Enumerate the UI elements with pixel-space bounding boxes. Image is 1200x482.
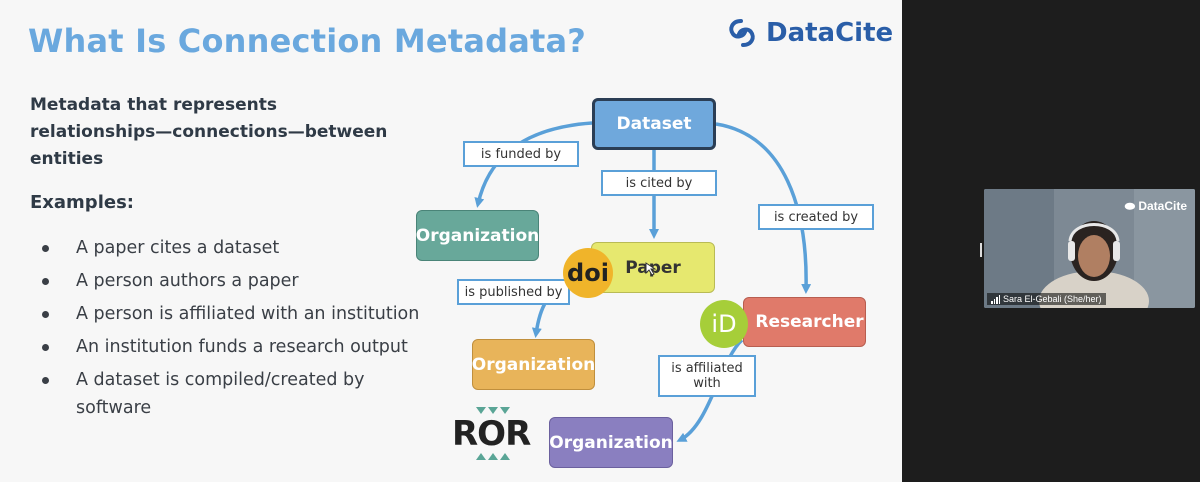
- arrow-created: [715, 122, 812, 294]
- participant-video-tile[interactable]: ⬬ DataCite Sara El-Gebali (She/her): [984, 189, 1195, 308]
- examples-list: A paper cites a dataset A person authors…: [40, 234, 430, 427]
- participant-name: Sara El-Gebali (She/her): [1003, 294, 1102, 304]
- participant-nameplate: Sara El-Gebali (She/her): [987, 293, 1106, 305]
- video-logo-icon: ⬬: [1124, 199, 1135, 213]
- ror-triangles-icon: [476, 407, 510, 460]
- label-is-published-by: is published by: [457, 279, 570, 305]
- datacite-logo: DataCite: [726, 18, 893, 48]
- list-item: A dataset is compiled/created by softwar…: [40, 366, 430, 422]
- signal-icon: [991, 294, 1000, 304]
- intro-text: Metadata that represents relationships—c…: [30, 95, 388, 169]
- video-datacite-logo: ⬬ DataCite: [1125, 199, 1187, 214]
- label-is-funded-by: is funded by: [463, 141, 579, 167]
- examples-heading: Examples:: [30, 192, 134, 213]
- doi-badge-text: doi: [567, 259, 609, 287]
- presentation-slide: What Is Connection Metadata? DataCite Me…: [0, 0, 902, 482]
- orcid-badge-text: iD: [711, 310, 737, 338]
- list-item: An institution funds a research output: [40, 333, 430, 361]
- node-organization-publisher: Organization: [472, 339, 595, 390]
- slide-title: What Is Connection Metadata?: [28, 22, 587, 60]
- doi-badge: doi: [563, 248, 613, 298]
- participant-video-feed: [984, 189, 1195, 308]
- node-dataset: Dataset: [592, 98, 716, 150]
- datacite-logo-text: DataCite: [766, 18, 894, 48]
- ror-logo-text: ROR: [452, 414, 531, 454]
- label-is-affiliated-with: is affiliated with: [658, 355, 756, 397]
- list-item: A paper cites a dataset: [40, 234, 430, 262]
- list-item: A person authors a paper: [40, 267, 430, 295]
- mouse-cursor-icon: [645, 262, 657, 276]
- node-organization-affiliation: Organization: [549, 417, 673, 468]
- ror-logo: ROR: [452, 404, 531, 462]
- node-researcher: Researcher: [743, 297, 866, 347]
- orcid-badge: iD: [700, 300, 748, 348]
- list-item: A person is affiliated with an instituti…: [40, 300, 430, 328]
- datacite-logo-icon: [729, 19, 755, 47]
- resize-handle[interactable]: [980, 243, 982, 257]
- video-logo-text: DataCite: [1138, 199, 1187, 213]
- label-is-created-by: is created by: [758, 204, 874, 230]
- label-is-cited-by: is cited by: [601, 170, 717, 196]
- node-organization-funder: Organization: [416, 210, 539, 261]
